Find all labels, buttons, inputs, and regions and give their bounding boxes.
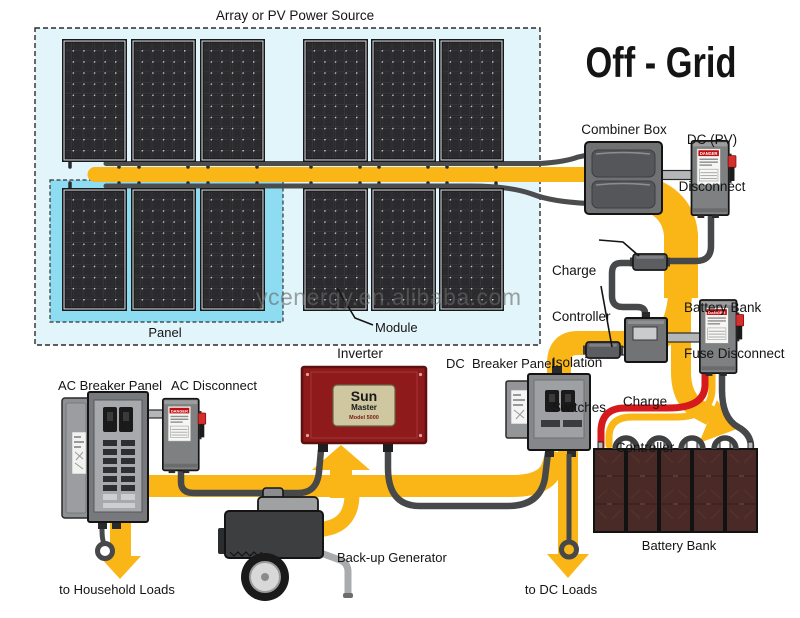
inverter-flow-arrow: [312, 445, 370, 470]
cc-isolation-line2: Controller: [552, 309, 611, 325]
dc-disconnect-label-line1: DC (PV): [686, 132, 738, 147]
dc-loads-arrow: [547, 554, 589, 578]
cc-isolation-line3: Isolation: [552, 354, 603, 370]
battery-positive-cable: [597, 370, 709, 451]
battery-yellow-cable: [605, 370, 716, 449]
battery: [725, 448, 758, 533]
charge-controller-line2: Controller: [615, 440, 675, 456]
charge-controller-box: [624, 312, 668, 363]
battery-fuse-line2: Fuse Disconnect: [684, 346, 785, 362]
cc-isolation-line1: Charge: [552, 263, 597, 279]
array-wire-bundle: [68, 152, 596, 206]
battery-bank: [593, 435, 758, 533]
inverter-brand-1: Sun: [351, 388, 377, 404]
backup-generator: [218, 487, 353, 601]
pv-panel: [200, 39, 265, 162]
ac-disconnect-box: [162, 397, 207, 474]
panel-label: Panel: [148, 325, 182, 340]
inverter-brand-2: Master: [351, 403, 377, 412]
combiner-box-label: Combiner Box: [581, 122, 667, 137]
watermark: ycenergy.en.alibaba.com: [256, 284, 522, 310]
charge-controller-display: [632, 326, 658, 341]
dc-breaker-panel-box: [505, 366, 591, 457]
household-loads-label: to Household Loads: [59, 582, 175, 597]
battery-fuse-label: Battery Bank Fuse Disconnect: [684, 270, 800, 376]
battery-jumper-cables: [612, 435, 739, 450]
dc-disconnect-label-line2: Disconnect: [678, 178, 746, 194]
inverter-nameplate: [332, 384, 396, 427]
inverter-label: Inverter: [337, 346, 383, 361]
ac-disconnect-inverter-cable: [177, 446, 325, 497]
household-loads-arrow: [99, 556, 141, 579]
pv-panel: [62, 188, 127, 311]
charge-controller-label: Charge Controller: [596, 364, 694, 470]
inverter-dc-panel-cable: [384, 444, 552, 510]
ac-breaker-panel-box: [61, 391, 149, 529]
pv-panel: [131, 188, 196, 311]
page-title: Off - Grid: [585, 39, 737, 87]
pv-panel: [371, 39, 436, 162]
pv-panel: [131, 39, 196, 162]
cc-isolation-label: Charge Controller Isolation Switches: [552, 233, 662, 431]
load-cables: [95, 454, 579, 561]
pv-panel: [303, 39, 368, 162]
pointer-lines: [336, 239, 640, 348]
battery-flow-arrow: [699, 400, 737, 443]
battery-fuse-line1: Battery Bank: [684, 300, 762, 316]
pv-panel: [200, 188, 265, 311]
pv-panel: [439, 39, 504, 162]
ac-disconnect-label: AC Disconnect: [171, 378, 257, 393]
inverter-box: Sun Master Model 5000: [300, 365, 428, 452]
ac-breaker-panel-label: AC Breaker Panel: [57, 378, 163, 393]
combiner-box: [584, 141, 663, 215]
battery-negative-cable: [718, 370, 755, 451]
battery: [692, 448, 725, 533]
backup-generator-label: Back-up Generator: [337, 550, 447, 565]
dc-disconnect-label: DC (PV) Disconnect: [660, 101, 764, 210]
cables: [177, 212, 755, 510]
charge-controller-cable: [608, 259, 649, 324]
dc-disconnect-cable: [658, 212, 715, 265]
module-label: Module: [375, 320, 418, 335]
generator-frame: [314, 548, 352, 598]
charge-controller-line1: Charge: [622, 394, 668, 410]
cc-isolation-line4: Switches: [552, 400, 607, 416]
dc-breaker-panel-label: DC Breaker Panel: [446, 356, 555, 371]
dc-loads-label: to DC Loads: [524, 582, 598, 597]
array-title: Array or PV Power Source: [215, 8, 375, 23]
pv-panel: [62, 39, 127, 162]
battery-bank-label: Battery Bank: [641, 538, 717, 553]
inverter-model: Model 5000: [349, 415, 379, 421]
